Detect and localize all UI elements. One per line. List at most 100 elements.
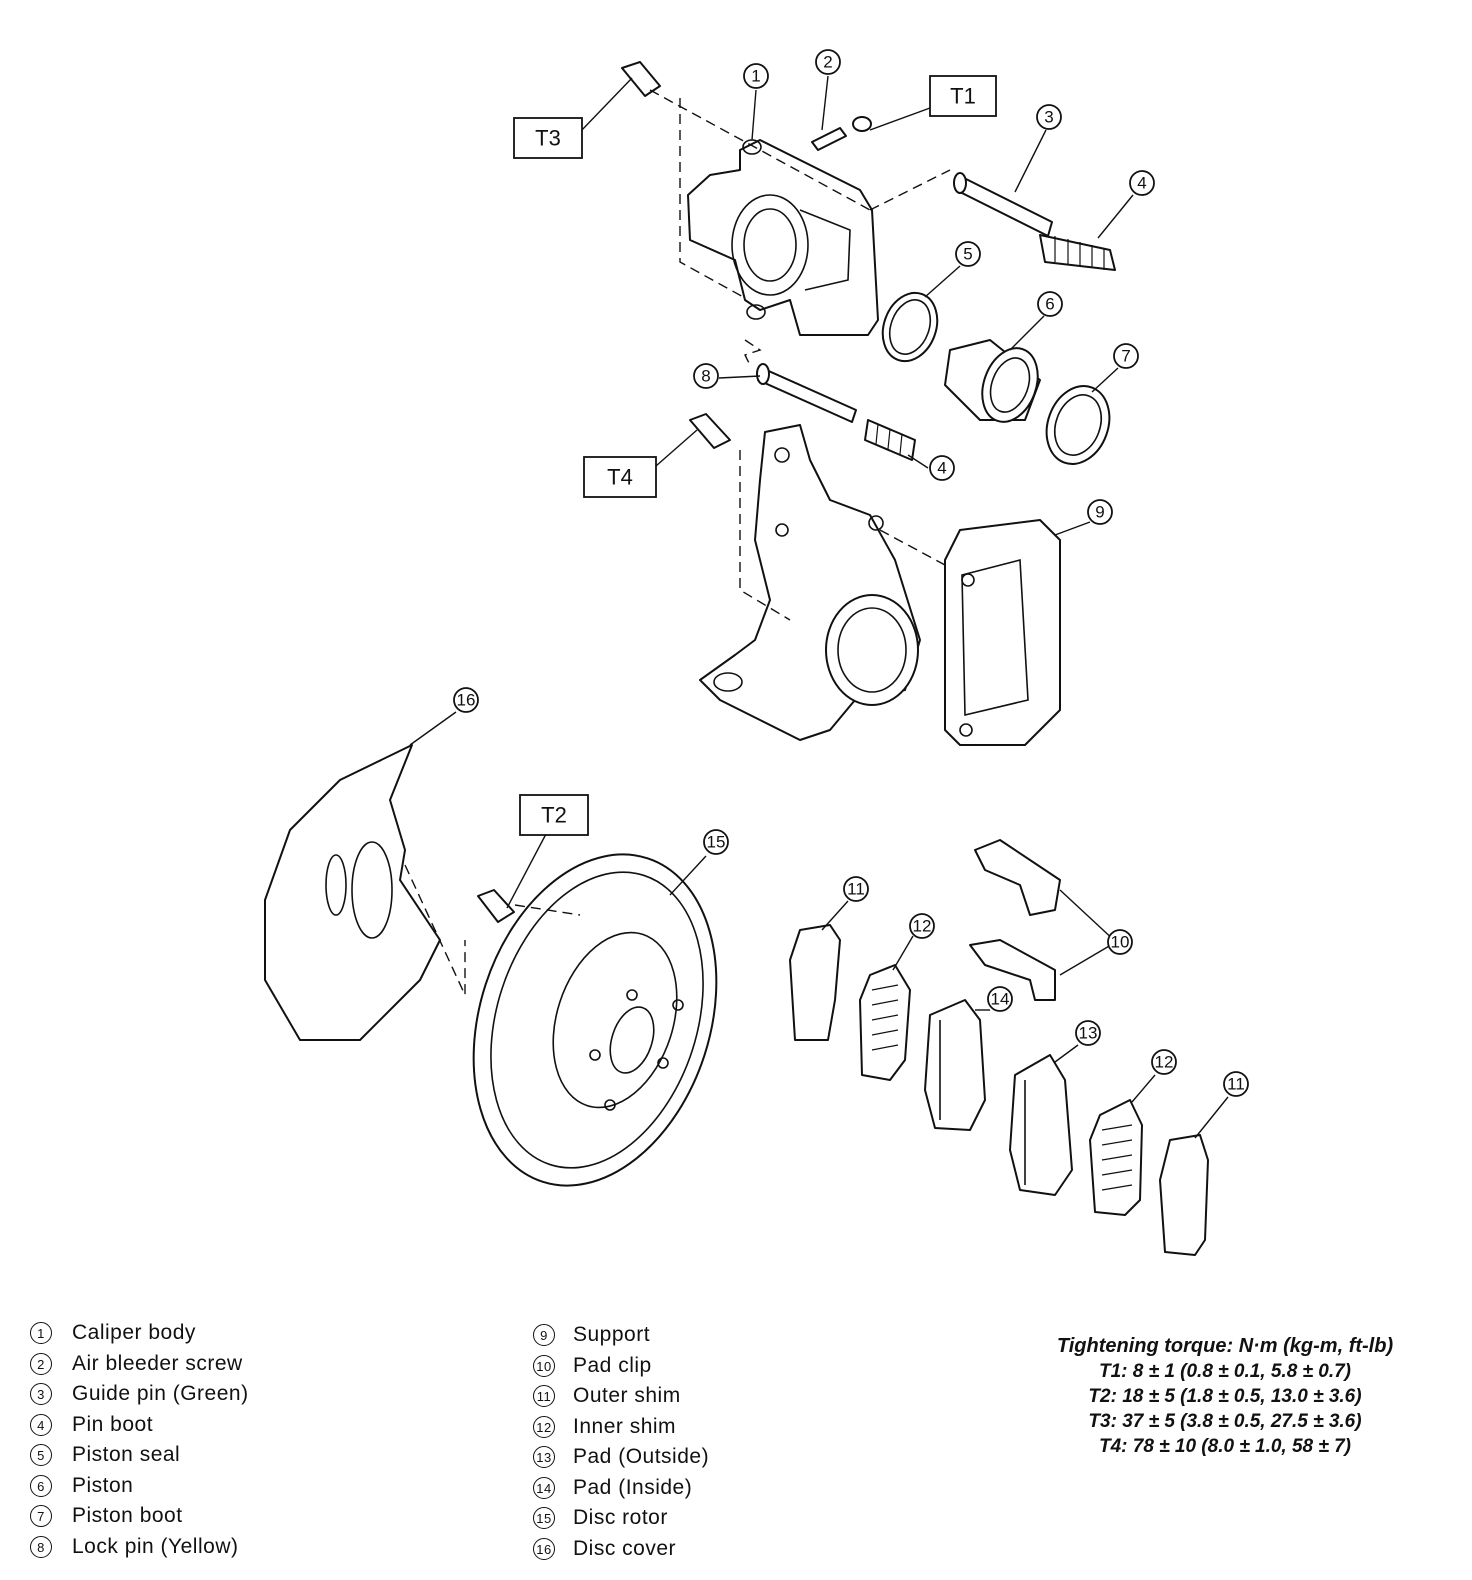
legend-item-11: 11 Outer shim bbox=[533, 1381, 709, 1412]
torque-specification: Tightening torque: N·m (kg-m, ft-lb) T1:… bbox=[1010, 1334, 1440, 1459]
pin-boot-lower bbox=[864, 419, 916, 461]
pad-outside bbox=[1009, 1054, 1073, 1196]
callout-1: 1 bbox=[743, 63, 769, 89]
torque-box-t1: T1 bbox=[929, 75, 997, 117]
callout-10: 10 bbox=[1107, 929, 1133, 955]
legend-label: Support bbox=[573, 1323, 651, 1346]
svg-text:5: 5 bbox=[963, 245, 972, 264]
legend-label: Air bleeder screw bbox=[72, 1351, 243, 1375]
disc-cover bbox=[264, 744, 466, 1041]
svg-text:14: 14 bbox=[991, 990, 1010, 1009]
legend-number: 5 bbox=[30, 1444, 52, 1467]
disc-rotor bbox=[472, 853, 718, 1187]
svg-text:1: 1 bbox=[751, 67, 760, 86]
callout-11-left: 11 bbox=[843, 876, 869, 902]
legend-label: Guide pin (Green) bbox=[72, 1382, 249, 1405]
callout-6: 6 bbox=[1037, 291, 1063, 317]
legend-label: Piston bbox=[72, 1473, 134, 1497]
torque-box-t4: T4 bbox=[583, 456, 657, 498]
legend-number: 15 bbox=[533, 1507, 555, 1530]
legend-number: 2 bbox=[30, 1352, 52, 1375]
legend-label: Pin boot bbox=[72, 1412, 154, 1436]
piston bbox=[944, 339, 1041, 423]
legend-label: Inner shim bbox=[573, 1414, 677, 1438]
pad-clip-lower bbox=[969, 939, 1056, 1001]
exploded-brake-diagram: T1 T3 T4 T2 1 2 3 4 5 6 7 8 4 9 16 15 11… bbox=[264, 49, 1249, 1256]
legend-number: 6 bbox=[30, 1474, 52, 1497]
svg-text:6: 6 bbox=[1045, 295, 1054, 314]
legend-label: Disc cover bbox=[573, 1536, 677, 1560]
legend-item-8: 8 Lock pin (Yellow) bbox=[30, 1532, 249, 1563]
callout-7: 7 bbox=[1113, 343, 1139, 369]
legend-item-13: 13 Pad (Outside) bbox=[533, 1442, 709, 1473]
callout-4-lower: 4 bbox=[929, 455, 955, 481]
legend-number: 4 bbox=[30, 1413, 52, 1436]
svg-text:9: 9 bbox=[1095, 503, 1104, 522]
pad-clip-upper bbox=[974, 839, 1061, 916]
svg-text:4: 4 bbox=[937, 459, 946, 478]
callout-13: 13 bbox=[1075, 1020, 1101, 1046]
legend-number: 16 bbox=[533, 1537, 555, 1560]
legend-number: 11 bbox=[533, 1385, 555, 1408]
torque-t1: T1: 8 ± 1 (0.8 ± 0.1, 5.8 ± 0.7) bbox=[1098, 1361, 1351, 1382]
torque-t2: T2: 18 ± 5 (1.8 ± 0.5, 13.0 ± 3.6) bbox=[1088, 1386, 1362, 1407]
legend-number: 13 bbox=[533, 1446, 555, 1469]
legend-item-2: 2 Air bleeder screw bbox=[30, 1349, 249, 1380]
svg-text:11: 11 bbox=[847, 880, 865, 899]
legend-item-14: 14 Pad (Inside) bbox=[533, 1473, 709, 1504]
legend-item-7: 7 Piston boot bbox=[30, 1501, 249, 1532]
torque-box-t2: T2 bbox=[519, 794, 589, 836]
lock-pin bbox=[756, 363, 857, 423]
legend-label: Caliper body bbox=[72, 1321, 196, 1344]
legend-item-10: 10 Pad clip bbox=[533, 1351, 709, 1382]
bolt-t4 bbox=[689, 413, 731, 449]
legend-number: 14 bbox=[533, 1476, 555, 1499]
legend-number: 9 bbox=[533, 1324, 555, 1347]
callout-16: 16 bbox=[453, 687, 479, 713]
inner-shim-right bbox=[1089, 1099, 1143, 1216]
svg-text:T2: T2 bbox=[541, 803, 567, 828]
callout-3: 3 bbox=[1036, 104, 1062, 130]
svg-text:13: 13 bbox=[1079, 1024, 1098, 1043]
support-bracket bbox=[944, 519, 1061, 746]
steering-knuckle bbox=[699, 424, 921, 741]
legend-label: Disc rotor bbox=[573, 1506, 668, 1529]
legend-label: Lock pin (Yellow) bbox=[72, 1534, 239, 1558]
legend-number: 8 bbox=[30, 1535, 52, 1558]
pad-inside bbox=[924, 999, 986, 1131]
svg-text:16: 16 bbox=[457, 691, 476, 710]
legend-item-15: 15 Disc rotor bbox=[533, 1503, 709, 1534]
callout-11-right: 11 bbox=[1223, 1071, 1249, 1097]
legend-item-9: 9 Support bbox=[533, 1320, 709, 1351]
legend-label: Pad clip bbox=[573, 1353, 652, 1377]
air-bleeder-screw bbox=[811, 116, 872, 151]
torque-box-t3: T3 bbox=[513, 117, 583, 159]
torque-t4: T4: 78 ± 10 (8.0 ± 1.0, 58 ± 7) bbox=[1098, 1436, 1352, 1457]
callout-15: 15 bbox=[703, 829, 729, 855]
legend-label: Piston boot bbox=[72, 1504, 183, 1527]
legend-item-16: 16 Disc cover bbox=[533, 1534, 709, 1565]
callout-12-right: 12 bbox=[1151, 1049, 1177, 1075]
torque-title: Tightening torque: N·m (kg-m, ft-lb) bbox=[1056, 1335, 1394, 1357]
piston-seal bbox=[881, 291, 939, 363]
legend-number: 10 bbox=[533, 1354, 555, 1377]
legend-item-6: 6 Piston bbox=[30, 1471, 249, 1502]
callout-9: 9 bbox=[1087, 499, 1113, 525]
torque-t3: T3: 37 ± 5 (3.8 ± 0.5, 27.5 ± 3.6) bbox=[1088, 1411, 1362, 1432]
callout-8: 8 bbox=[693, 363, 719, 389]
svg-text:7: 7 bbox=[1121, 347, 1130, 366]
caliper-body bbox=[687, 139, 879, 336]
bolt-t3 bbox=[621, 61, 661, 97]
svg-text:12: 12 bbox=[1155, 1053, 1174, 1072]
legend-label: Pad (Outside) bbox=[573, 1445, 710, 1468]
svg-text:T3: T3 bbox=[535, 126, 561, 151]
legend-label: Outer shim bbox=[573, 1384, 681, 1407]
legend-number: 1 bbox=[30, 1322, 52, 1345]
legend-number: 7 bbox=[30, 1505, 52, 1528]
legend-label: Pad (Inside) bbox=[573, 1475, 693, 1499]
callout-4-upper: 4 bbox=[1129, 170, 1155, 196]
